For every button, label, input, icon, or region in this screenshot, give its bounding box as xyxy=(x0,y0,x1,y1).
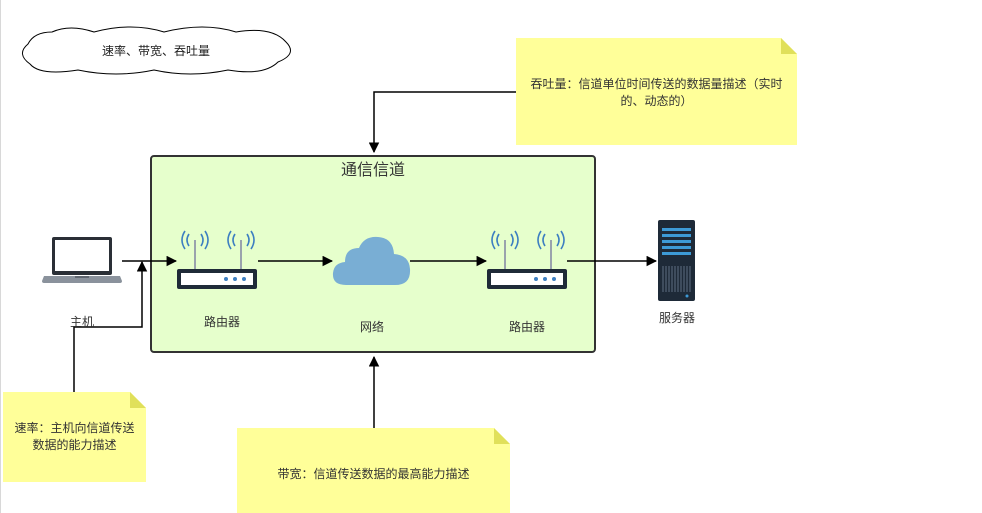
host-label: 主机 xyxy=(69,315,94,329)
throughput-note-text: 吞吐量：信道单位时间传送的数据量描述（实时的、动态的） xyxy=(530,77,783,108)
arrow-rate-note xyxy=(73,260,148,392)
router-right-label: 路由器 xyxy=(508,320,545,334)
server-icon xyxy=(658,220,695,301)
channel-title: 通信信道 xyxy=(340,160,405,179)
server-label: 服务器 xyxy=(658,311,695,325)
cloud-callout xyxy=(22,26,291,75)
bandwidth-note-text: 带宽：信道传送数据的最高能力描述 xyxy=(277,467,470,481)
laptop-icon xyxy=(42,237,122,283)
bandwidth-note-shape xyxy=(237,428,510,513)
throughput-note-shape xyxy=(516,38,797,145)
router-left-label: 路由器 xyxy=(203,315,240,329)
router-left-icon xyxy=(177,230,257,289)
router-right-icon xyxy=(487,230,567,289)
network-label: 网络 xyxy=(359,320,384,334)
network-cloud-icon xyxy=(332,236,411,285)
cloud-callout-text: 速率、带宽、吞吐量 xyxy=(101,44,210,58)
rate-note-shape xyxy=(3,392,146,482)
canvas-left-edge xyxy=(0,0,1,513)
arrow-throughput-note xyxy=(368,91,516,154)
rate-note-text: 速率：主机向信道传送数据的能力描述 xyxy=(14,421,135,452)
